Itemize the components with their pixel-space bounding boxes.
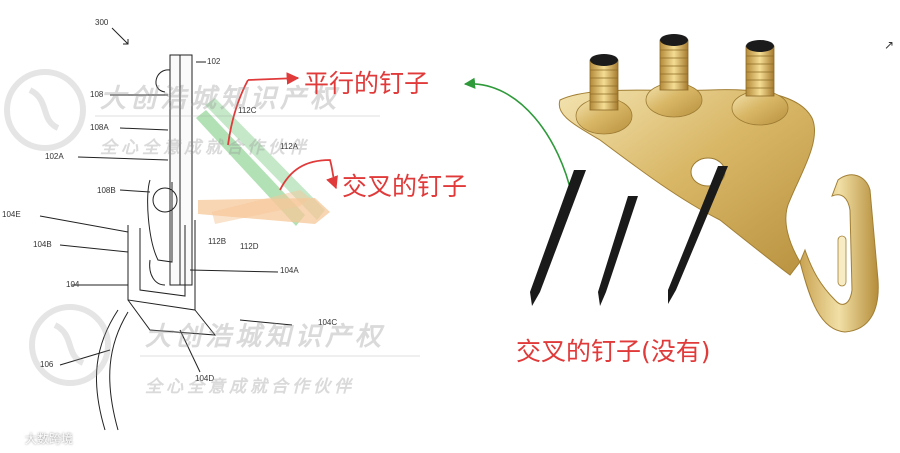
patent-nails [196, 98, 330, 226]
watermark-slogan-2: 全心全意成就合作伙伴 [145, 377, 355, 397]
footer-logo-icon [6, 433, 22, 446]
patent-drawing [39, 27, 293, 431]
screw-1 [589, 59, 619, 111]
patent-label: 104D [195, 374, 215, 383]
arrow-parallel [247, 72, 300, 85]
screws [589, 34, 775, 111]
hanger-nails [530, 166, 728, 306]
patent-label: 104 [66, 280, 80, 289]
patent-label: 102A [45, 152, 64, 161]
watermark-title: 大创浩城知识产权 [100, 84, 341, 114]
patent-label: 108A [90, 123, 109, 132]
arrow-parallel-tail [227, 79, 249, 146]
hook-slot [837, 235, 847, 287]
patent-label: 104E [2, 210, 21, 219]
patent-label: 104C [318, 318, 338, 327]
nail-3 [668, 166, 728, 304]
screw-3 [745, 45, 775, 97]
patent-label: 112B [208, 237, 227, 246]
orange-nail-2 [212, 190, 310, 224]
nail-2 [598, 196, 638, 306]
patent-label: 106 [40, 360, 54, 369]
label-crossed-nails: 交叉的钉子 [342, 172, 468, 201]
screw-2 [659, 39, 689, 91]
patent-label: 108B [97, 186, 116, 195]
patent-label: 102 [207, 57, 221, 66]
watermark-logo-2 [29, 304, 111, 386]
patent-label: 300 [95, 18, 109, 27]
watermark-title-2: 大创浩城知识产权 [145, 322, 386, 352]
arrow-photo-link [463, 77, 573, 197]
patent-label: 104A [280, 266, 299, 275]
arrow-crossed [279, 159, 338, 191]
watermark-logo-1 [4, 69, 86, 151]
footer-watermark-text: 大数跨境 [25, 432, 74, 446]
bracket-hook [799, 174, 879, 333]
patent-label: 112C [238, 106, 257, 115]
nail-1 [530, 170, 586, 306]
annotation-arrows [227, 72, 338, 191]
label-crossed-nails-none: 交叉的钉子(没有) [516, 337, 711, 366]
patent-label: 104B [33, 240, 52, 249]
footer-watermark: 大数跨境 [6, 430, 73, 447]
patent-label: 112D [240, 242, 259, 251]
patent-label: 112A [280, 142, 299, 151]
label-parallel-nails: 平行的钉子 [304, 69, 430, 98]
green-nail-2 [205, 98, 325, 220]
bracket-plate [558, 89, 816, 276]
patent-label: 108 [90, 90, 104, 99]
hanger-photo [530, 34, 879, 333]
watermark-slogan: 全心全意成就合作伙伴 [100, 138, 310, 158]
external-link-icon[interactable]: ↗ [883, 38, 894, 52]
